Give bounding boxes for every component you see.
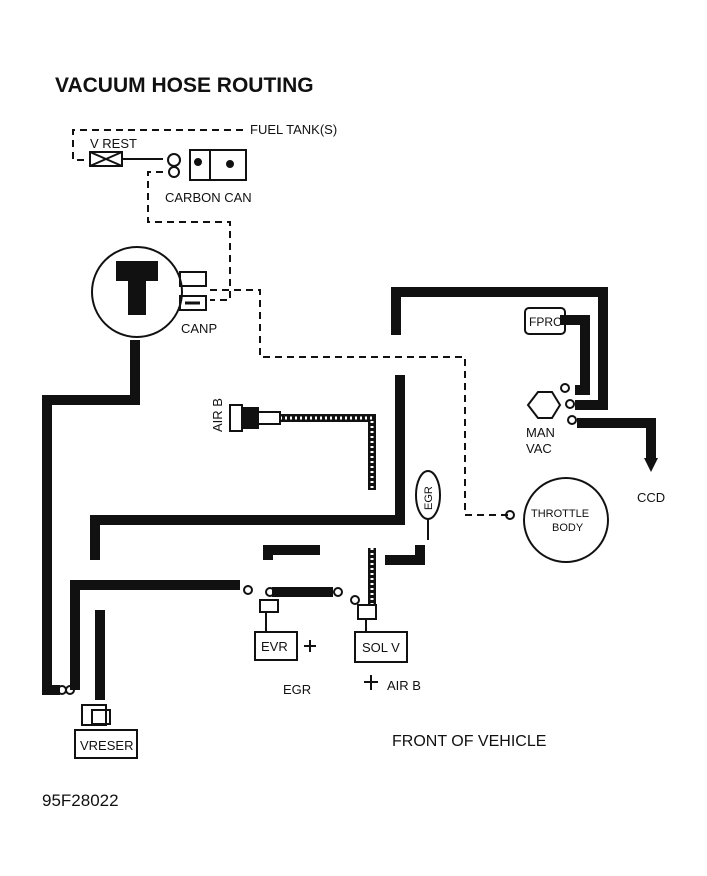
dashed-hoses	[72, 129, 508, 516]
sol-v-solenoid	[333, 587, 408, 690]
ccd-arrow-icon	[644, 458, 658, 472]
canp-throttle-assembly	[91, 246, 207, 338]
vreser-reservoir	[57, 685, 138, 759]
fprc-label: FPRC	[529, 315, 562, 329]
v-rest-valve	[89, 151, 163, 167]
solid-hoses	[42, 287, 656, 700]
sol-v-label: SOL V	[362, 640, 400, 655]
fuel-tank-label: FUEL TANK(S)	[250, 122, 337, 137]
egr-sensor	[415, 470, 441, 540]
v-rest-label: V REST	[90, 136, 137, 151]
vac-label: VAC	[526, 441, 552, 456]
man-label: MAN	[526, 425, 555, 440]
canp-label: CANP	[181, 321, 217, 336]
air-b-top-label: AIR B	[210, 398, 225, 432]
vreser-label: VRESER	[80, 738, 133, 753]
egr-bottom-label: EGR	[283, 682, 311, 697]
body-label: BODY	[552, 522, 584, 534]
figure-id: 95F28022	[42, 791, 119, 810]
air-b-valve-top	[229, 404, 281, 432]
ccd-label: CCD	[637, 490, 665, 505]
fprc-valve	[524, 307, 577, 425]
front-of-vehicle-label: FRONT OF VEHICLE	[392, 733, 546, 750]
diagram-title: VACUUM HOSE ROUTING	[55, 74, 314, 97]
throttle-body	[505, 477, 609, 563]
evr-label: EVR	[261, 639, 288, 654]
air-b-bottom-label: AIR B	[387, 678, 421, 693]
evr-solenoid	[243, 585, 316, 661]
throttle-label: THROTTLE	[531, 508, 589, 520]
hatched-hoses	[280, 414, 376, 605]
carbon-can-label: CARBON CAN	[165, 190, 252, 205]
carbon-canister	[167, 149, 247, 181]
egr-bubble-label: EGR	[423, 486, 435, 510]
